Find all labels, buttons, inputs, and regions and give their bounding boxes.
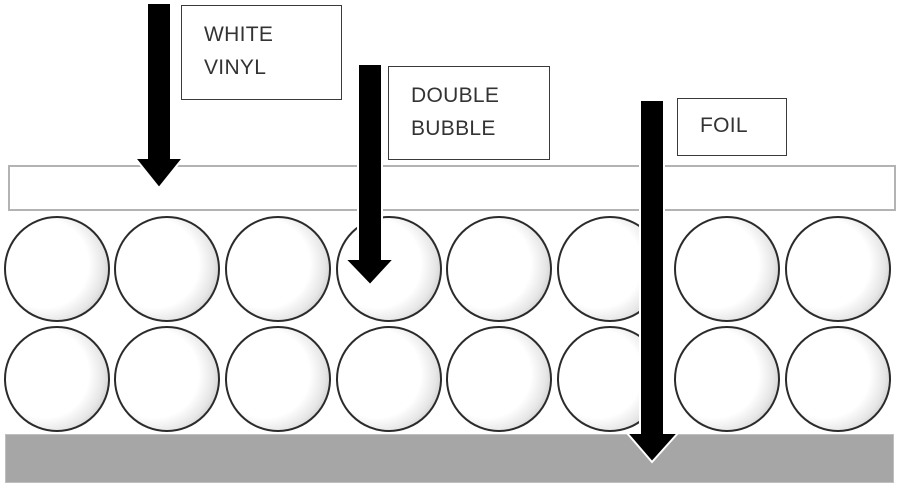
bubble (674, 216, 780, 322)
bubble (4, 326, 110, 432)
bubble (225, 216, 331, 322)
bubble (674, 326, 780, 432)
arrow-down-icon (625, 99, 681, 464)
bubble (446, 326, 552, 432)
bubble (114, 326, 220, 432)
bubble (785, 216, 891, 322)
bubble (4, 216, 110, 322)
bubble (446, 216, 552, 322)
double-bubble-label: DOUBLE BUBBLE (388, 66, 550, 160)
bubble (225, 326, 331, 432)
white-vinyl-label: WHITE VINYL (181, 5, 342, 100)
bubble (336, 326, 442, 432)
bubble (114, 216, 220, 322)
bubble (785, 326, 891, 432)
arrow-down-icon (133, 2, 185, 190)
double-bubble-label-line2: BUBBLE (411, 117, 496, 140)
white-vinyl-label-line2: VINYL (204, 56, 267, 79)
foil-label-line1: FOIL (700, 114, 748, 137)
foil-label: FOIL (677, 98, 787, 156)
foil-layer (5, 434, 894, 483)
white-vinyl-label-line1: WHITE (204, 23, 274, 46)
arrow-down-icon (343, 63, 395, 287)
double-bubble-label-line1: DOUBLE (411, 84, 500, 107)
